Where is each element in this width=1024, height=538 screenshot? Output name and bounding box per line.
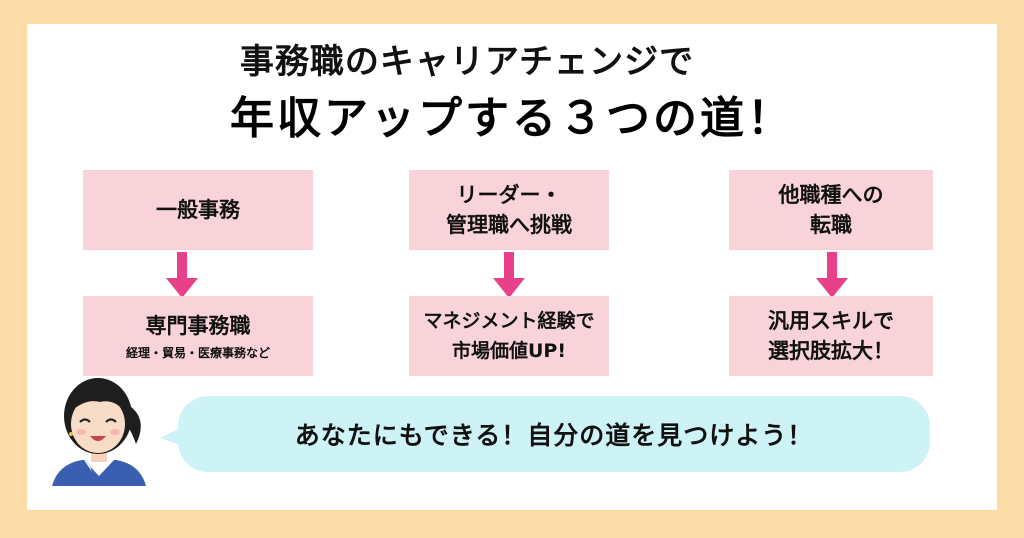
path-3-start-label: 他職種への 転職 (778, 183, 884, 237)
path-3-result-label: 汎用スキルで 選択肢拡大！ (768, 309, 894, 363)
path-1-start-box: 一般事務 (83, 170, 313, 250)
path-2-start-label: リーダー・ 管理職へ挑戦 (446, 183, 572, 237)
down-arrow-icon (493, 252, 525, 298)
path-2-start-box: リーダー・ 管理職へ挑戦 (409, 170, 609, 250)
path-3-result-box: 汎用スキルで 選択肢拡大！ (729, 296, 933, 376)
path-1-result-sub: 経理・貿易・医療事務など (125, 346, 270, 360)
title-line-1: 事務職のキャリアチェンジで (239, 42, 695, 82)
path-1-result-box: 専門事務職 経理・貿易・医療事務など (83, 296, 313, 376)
path-2-result-box: マネジメント経験で 市場価値UP! (409, 296, 609, 376)
path-1-result-label: 専門事務職 (145, 314, 251, 338)
path-2-result-label: マネジメント経験で 市場価値UP! (423, 310, 595, 362)
path-1-start-label: 一般事務 (156, 198, 240, 222)
path-3-start-box: 他職種への 転職 (729, 170, 933, 250)
down-arrow-icon (166, 252, 198, 298)
smiling-woman-avatar-icon (52, 378, 146, 486)
title-line-2: 年収アップする３つの道！ (230, 93, 794, 144)
speech-bubble (178, 396, 930, 472)
bubble-message: あなたにもできる！自分の道を見つけよう！ (294, 421, 814, 450)
down-arrow-icon (816, 252, 848, 298)
